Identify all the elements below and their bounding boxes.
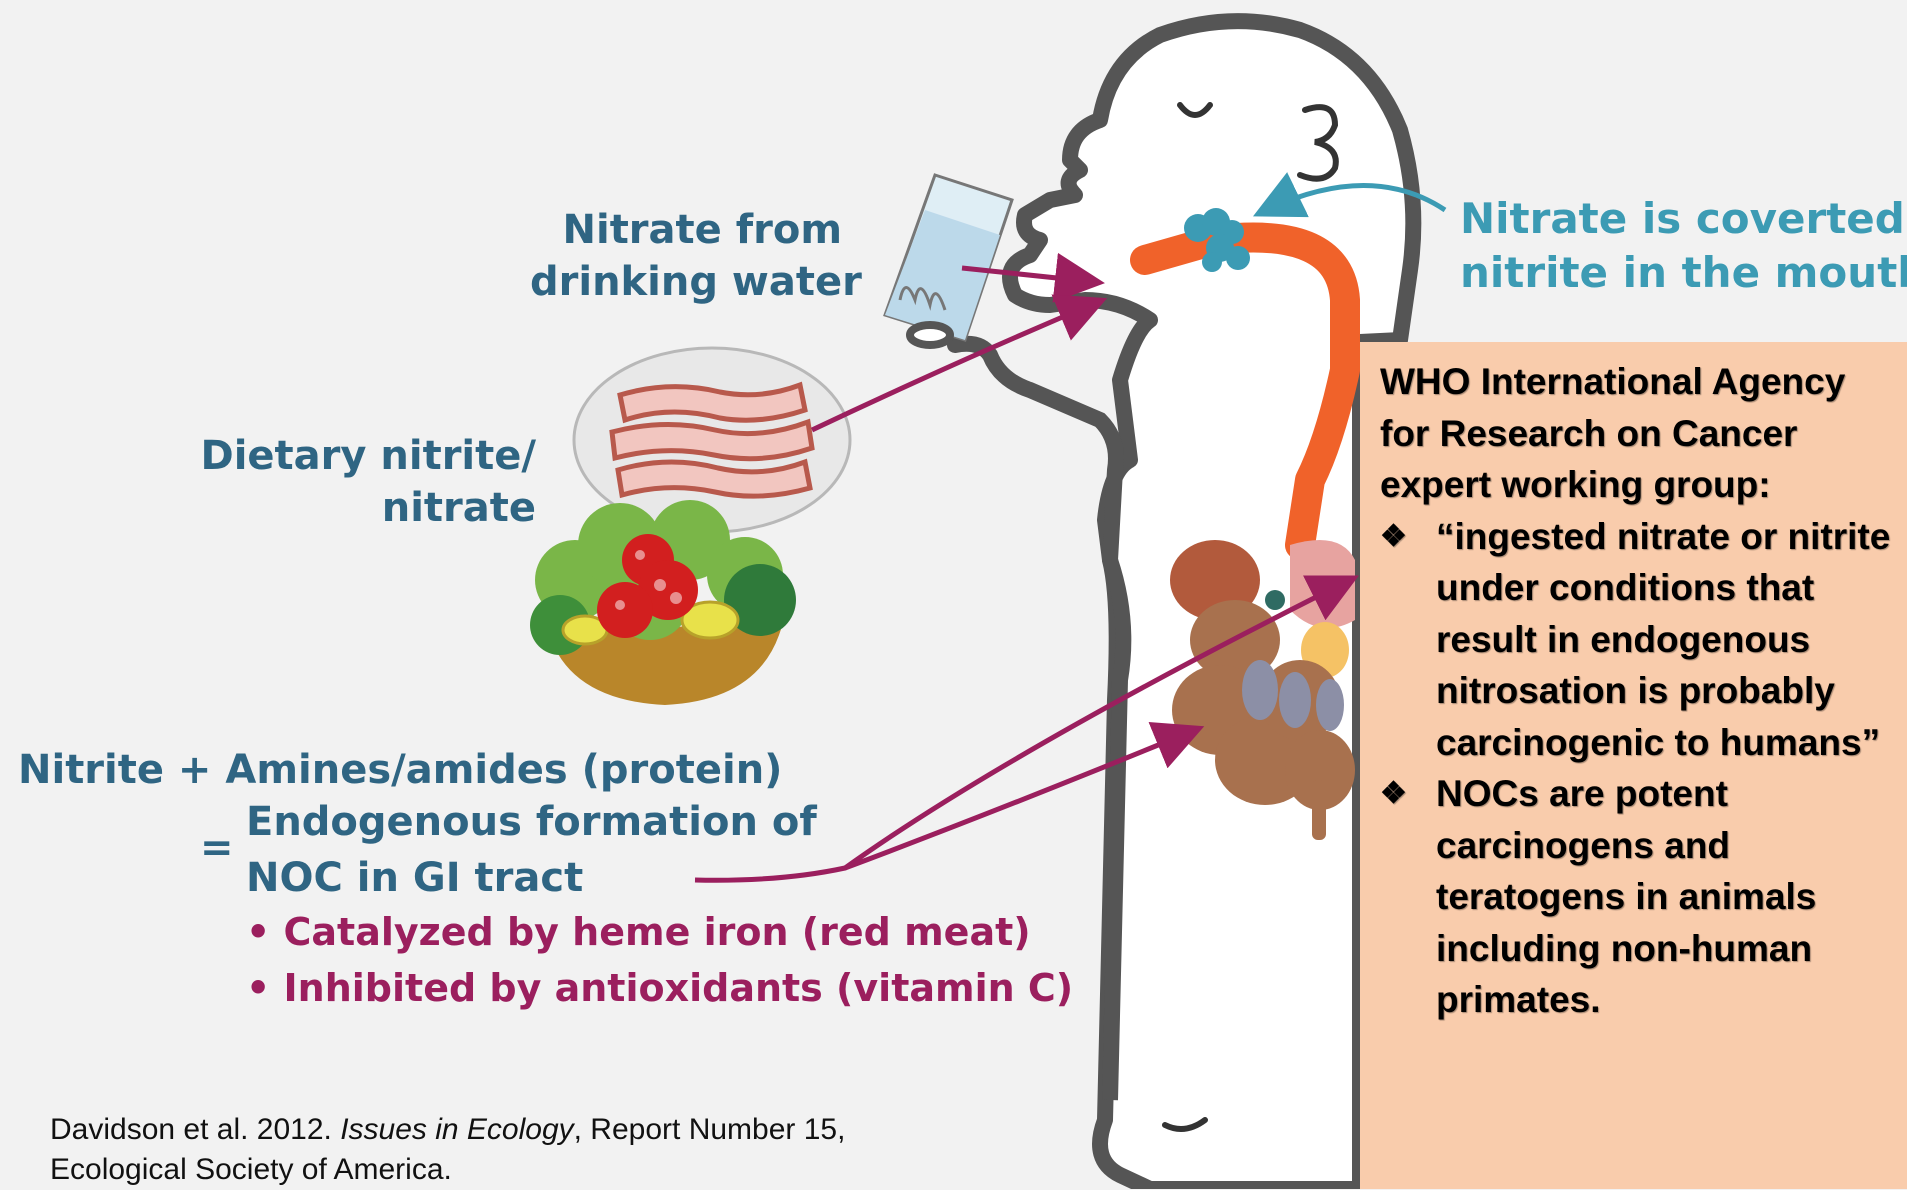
equation-line2: Endogenous formation of <box>246 796 817 848</box>
inhibited-bullet: • Inhibited by antioxidants (vitamin C) <box>246 960 1073 1016</box>
diamond-bullet-icon: ❖ <box>1380 768 1436 1026</box>
who-box-point-2: ❖ NOCs are potent carcinogens and terato… <box>1380 768 1899 1026</box>
equation-line3: NOC in GI tract <box>246 852 583 904</box>
mouth-label-line2: nitrite in the mouth <box>1460 246 1907 300</box>
citation-rest: , Report Number 15, <box>574 1113 846 1146</box>
diamond-bullet-icon: ❖ <box>1380 511 1436 769</box>
diet-label-line2: nitrate <box>200 482 536 534</box>
citation-line1: Davidson et al. 2012. Issues in Ecology,… <box>50 1110 845 1150</box>
water-label-line1: Nitrate from <box>530 204 842 256</box>
water-label: Nitrate from drinking water <box>530 204 842 308</box>
equals-sign: = <box>200 822 234 874</box>
bullet-mark: • <box>246 910 270 954</box>
who-box-point-1-text: “ingested nitrate or nitrite under condi… <box>1436 511 1899 769</box>
diet-label-line1: Dietary nitrite/ <box>200 430 536 482</box>
who-box-point-1: ❖ “ingested nitrate or nitrite under con… <box>1380 511 1899 769</box>
citation-line2: Ecological Society of America. <box>50 1150 845 1190</box>
citation-journal: Issues in Ecology <box>340 1113 573 1146</box>
catalyzed-bullet: • Catalyzed by heme iron (red meat) <box>246 904 1031 960</box>
mouth-label: Nitrate is coverted to nitrite in the mo… <box>1460 192 1907 300</box>
inhibited-text: Inhibited by antioxidants (vitamin C) <box>284 966 1074 1010</box>
citation: Davidson et al. 2012. Issues in Ecology,… <box>50 1110 845 1190</box>
citation-authors: Davidson et al. 2012. <box>50 1113 340 1146</box>
bullet-mark: • <box>246 966 270 1010</box>
salad-bowl-icon <box>530 500 796 705</box>
who-box-heading: WHO International Agency for Research on… <box>1380 356 1899 511</box>
equation-line1: Nitrite + Amines/amides (protein) <box>18 744 782 796</box>
glass-of-water-icon <box>885 175 1012 345</box>
catalyzed-text: Catalyzed by heme iron (red meat) <box>284 910 1031 954</box>
diet-label: Dietary nitrite/ nitrate <box>200 430 536 534</box>
who-box-point-2-text: NOCs are potent carcinogens and teratoge… <box>1436 768 1899 1026</box>
who-iarc-callout-box: WHO International Agency for Research on… <box>1360 342 1907 1189</box>
mouth-label-line1: Nitrate is coverted to <box>1460 192 1907 246</box>
water-label-line2: drinking water <box>530 256 842 308</box>
